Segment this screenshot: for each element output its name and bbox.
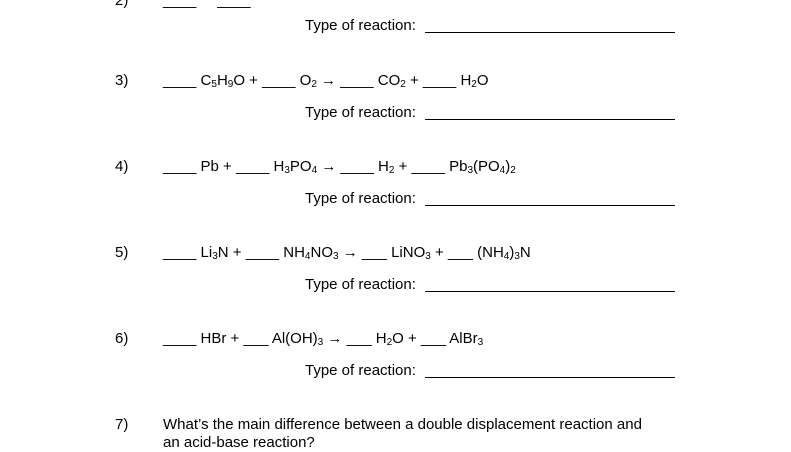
equation-text: H <box>216 72 228 89</box>
answer-blank-line[interactable] <box>425 32 675 33</box>
subscript: 2 <box>400 79 406 90</box>
question-text-line2: an acid-base reaction? <box>163 434 315 451</box>
equation-text: ____ <box>163 0 201 9</box>
subscript: 9 <box>227 79 234 90</box>
question-text-line1: What’s the main difference between a dou… <box>163 416 642 433</box>
equation-text: O + ___ AlBr <box>392 330 478 347</box>
subscript: 2 <box>386 337 393 348</box>
subscript: 3 <box>212 251 218 262</box>
chemical-equation: ____ Li3N + ____ NH4NO3 → ___ LiNO3 + __… <box>163 244 531 262</box>
equation-text: PO <box>289 158 312 175</box>
equation-text <box>201 0 214 9</box>
subscript: 4 <box>304 251 311 262</box>
equation-text: NO <box>310 244 333 261</box>
item-number: 2) <box>115 0 129 9</box>
subscript: 3 <box>425 251 431 262</box>
type-of-reaction-label: Type of reaction: <box>305 362 416 379</box>
equation-text: → ____ H <box>317 158 389 175</box>
item-number: 6) <box>115 330 129 347</box>
equation-text: ____ HBr + ___ Al(OH) <box>163 330 318 347</box>
type-of-reaction-label: Type of reaction: <box>305 276 416 293</box>
chemical-equation: ____ ____ <box>163 0 255 10</box>
equation-text: (PO <box>473 158 500 175</box>
subscript: 4 <box>311 165 318 176</box>
answer-blank-line[interactable] <box>425 291 675 292</box>
chemical-equation: ____ C5H9O + ____ O2 → ____ CO2 + ____ H… <box>163 72 489 90</box>
item-number: 4) <box>115 158 129 175</box>
subscript: 2 <box>510 165 516 176</box>
equation-text: ____ Li <box>163 244 213 261</box>
subscript: 4 <box>503 251 510 262</box>
subscript: 2 <box>471 79 477 90</box>
equation-text: ) <box>505 158 511 175</box>
chemical-equation: ____ Pb + ____ H3PO4 → ____ H2 + ____ Pb… <box>163 158 516 176</box>
subscript: 4 <box>499 165 506 176</box>
type-of-reaction-label: Type of reaction: <box>305 17 416 34</box>
type-of-reaction-label: Type of reaction: <box>305 190 416 207</box>
type-of-reaction-label: Type of reaction: <box>305 104 416 121</box>
equation-text: N + ____ NH <box>217 244 305 261</box>
equation-text: + ____ H <box>405 72 472 89</box>
equation-text: O <box>476 72 489 89</box>
subscript: 3 <box>317 337 324 348</box>
equation-text: ) <box>509 244 515 261</box>
subscript: 3 <box>467 165 473 176</box>
equation-text: → ___ H <box>323 330 387 347</box>
answer-blank-line[interactable] <box>425 377 675 378</box>
equation-text: → ___ LiNO <box>338 244 426 261</box>
subscript: 3 <box>332 251 339 262</box>
subscript: 3 <box>477 337 484 348</box>
equation-text: + ____ Pb <box>394 158 468 175</box>
subscript: 5 <box>211 79 217 90</box>
item-number: 5) <box>115 244 129 261</box>
equation-text: O + ____ O <box>233 72 312 89</box>
subscript: 2 <box>311 79 317 90</box>
equation-text: ____ <box>213 0 255 9</box>
equation-text: → ____ CO <box>316 72 401 89</box>
chemical-equation: ____ HBr + ___ Al(OH)3 → ___ H2O + ___ A… <box>163 330 483 348</box>
subscript: 3 <box>514 251 520 262</box>
equation-text: N <box>519 244 531 261</box>
equation-text: ____ C <box>163 72 212 89</box>
answer-blank-line[interactable] <box>425 119 675 120</box>
subscript: 3 <box>284 165 290 176</box>
subscript: 2 <box>388 165 395 176</box>
equation-text: ____ Pb + ____ H <box>163 158 285 175</box>
answer-blank-line[interactable] <box>425 205 675 206</box>
item-number: 7) <box>115 416 129 433</box>
equation-text: + ___ (NH <box>430 244 504 261</box>
item-number: 3) <box>115 72 129 89</box>
